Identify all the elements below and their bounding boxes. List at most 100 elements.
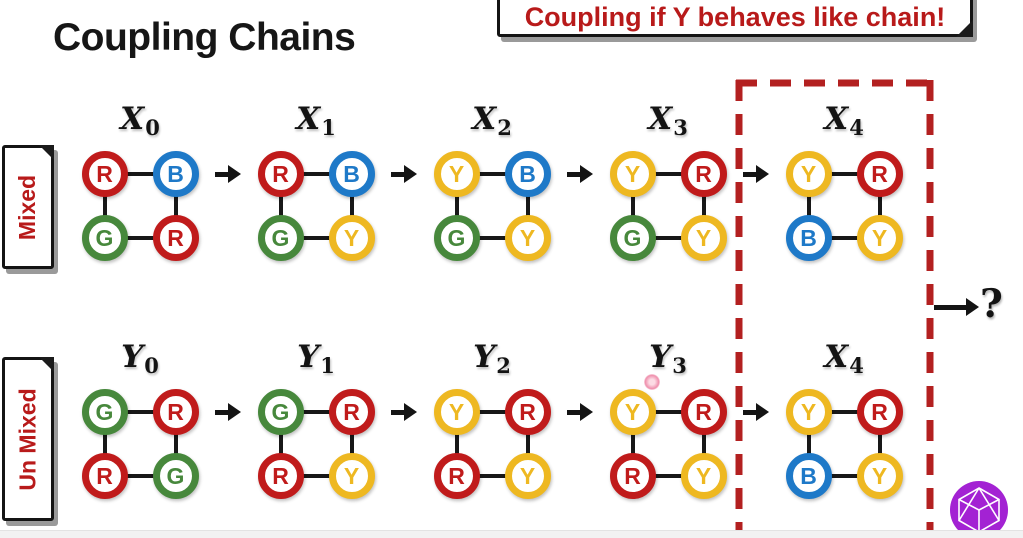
graph-edge	[173, 174, 178, 238]
graph-label: X1	[296, 101, 336, 140]
node-B-bottom-left: B	[785, 215, 832, 261]
graph-nodes: Y R R Y	[597, 376, 740, 510]
graph-edge	[280, 172, 352, 176]
graph-X0: X0 R B G R	[65, 100, 215, 272]
node-Y-top-left: Y	[433, 389, 480, 435]
arrow-shaft	[215, 171, 228, 177]
graph-X2: X2 Y B G Y	[417, 100, 567, 272]
node-G-bottom-right: G	[152, 453, 199, 499]
node-B-bottom-left: B	[785, 453, 832, 499]
graph-nodes: Y R B Y	[773, 376, 916, 510]
node-Y-bottom-right: Y	[680, 453, 727, 499]
graph-label: Y2	[473, 339, 511, 378]
node-B-top-right: B	[504, 151, 551, 197]
question-mark: ?	[980, 281, 1003, 327]
graph-X3: X3 Y R G Y	[593, 100, 743, 272]
node-Y-top-left: Y	[785, 389, 832, 435]
graph-edge	[102, 412, 107, 476]
arrow-right-icon	[567, 402, 593, 422]
graph-edge	[349, 174, 354, 238]
row-label-text: Mixed	[14, 174, 41, 240]
graph-edge	[104, 172, 176, 176]
graph-edge	[632, 474, 704, 478]
graph-edge	[280, 236, 352, 240]
graph-edge	[456, 236, 528, 240]
node-R-top-right: R	[504, 389, 551, 435]
arrow-shaft	[567, 171, 580, 177]
arrow-right-icon	[743, 402, 769, 422]
arrow-head	[404, 403, 417, 421]
node-Y-top-left: Y	[785, 151, 832, 197]
callout-note: Coupling if Y behaves like chain!	[497, 0, 973, 37]
graph-edge	[454, 412, 459, 476]
arrow-head	[580, 165, 593, 183]
callout-text: Coupling if Y behaves like chain!	[524, 2, 946, 32]
node-G-bottom-left: G	[609, 215, 656, 261]
folded-corner-icon	[956, 20, 973, 37]
node-R-bottom-left: R	[433, 453, 480, 499]
arrow-right-icon	[391, 402, 417, 422]
bottom-bar	[0, 530, 1023, 538]
arrow-right-icon	[215, 402, 241, 422]
node-Y-bottom-right: Y	[856, 453, 903, 499]
graph-edge	[877, 174, 882, 238]
node-R-top-right: R	[856, 151, 903, 197]
graph-edge	[630, 412, 635, 476]
graph-edge	[456, 172, 528, 176]
row-label-text: Un Mixed	[14, 387, 41, 491]
laser-pointer-dot	[644, 374, 660, 390]
node-G-bottom-left: G	[81, 215, 128, 261]
graph-nodes: Y R G Y	[597, 138, 740, 272]
polyhedron-icon	[950, 481, 1008, 538]
graph-Y0: Y0 G R R G	[65, 338, 215, 510]
graph-nodes: G R R G	[69, 376, 212, 510]
node-R-top-right: R	[680, 151, 727, 197]
node-Y-top-left: Y	[433, 151, 480, 197]
graph-X1: X1 R B G Y	[241, 100, 391, 272]
graph-nodes: R B G R	[69, 138, 212, 272]
graph-label: X0	[120, 101, 160, 140]
arrow-head	[404, 165, 417, 183]
node-R-bottom-left: R	[81, 453, 128, 499]
graph-label: Y0	[121, 339, 159, 378]
node-R-top-right: R	[856, 389, 903, 435]
arrow-shaft	[567, 409, 580, 415]
node-R-bottom-right: R	[152, 215, 199, 261]
graph-edge	[877, 412, 882, 476]
graph-nodes: Y R R Y	[421, 376, 564, 510]
graph-X4: X4 Y R B Y	[769, 100, 919, 272]
node-R-top-left: R	[81, 151, 128, 197]
graph-Y2: Y2 Y R R Y	[417, 338, 567, 510]
row-label-mixed: Mixed	[2, 145, 54, 269]
graph-edge	[632, 172, 704, 176]
node-Y-bottom-right: Y	[856, 215, 903, 261]
graph-edge	[280, 474, 352, 478]
node-Y-bottom-right: Y	[680, 215, 727, 261]
graph-label: Y3	[649, 339, 687, 378]
arrow-right-icon	[391, 164, 417, 184]
node-Y-bottom-right: Y	[328, 215, 375, 261]
arrow-head	[756, 403, 769, 421]
arrow-to-question-icon	[934, 298, 979, 316]
node-R-bottom-left: R	[257, 453, 304, 499]
graph-edge	[808, 410, 880, 414]
graph-edge	[456, 474, 528, 478]
graph-edge	[278, 412, 283, 476]
chain-row-mixed: X0 R B G R X1 R B G Y X2	[65, 100, 919, 272]
graph-edge	[632, 410, 704, 414]
arrow-shaft	[215, 409, 228, 415]
arrow-head	[228, 165, 241, 183]
arrow-right-icon	[743, 164, 769, 184]
node-G-bottom-left: G	[433, 215, 480, 261]
arrow-head	[228, 403, 241, 421]
node-R-top-right: R	[680, 389, 727, 435]
folded-corner-icon	[39, 357, 54, 372]
graph-edge	[525, 412, 530, 476]
graph-edge	[456, 410, 528, 414]
node-B-top-right: B	[328, 151, 375, 197]
graph-nodes: G R R Y	[245, 376, 388, 510]
graph-edge	[632, 236, 704, 240]
graph-X4: X4 Y R B Y	[769, 338, 919, 510]
arrow-shaft	[391, 171, 404, 177]
